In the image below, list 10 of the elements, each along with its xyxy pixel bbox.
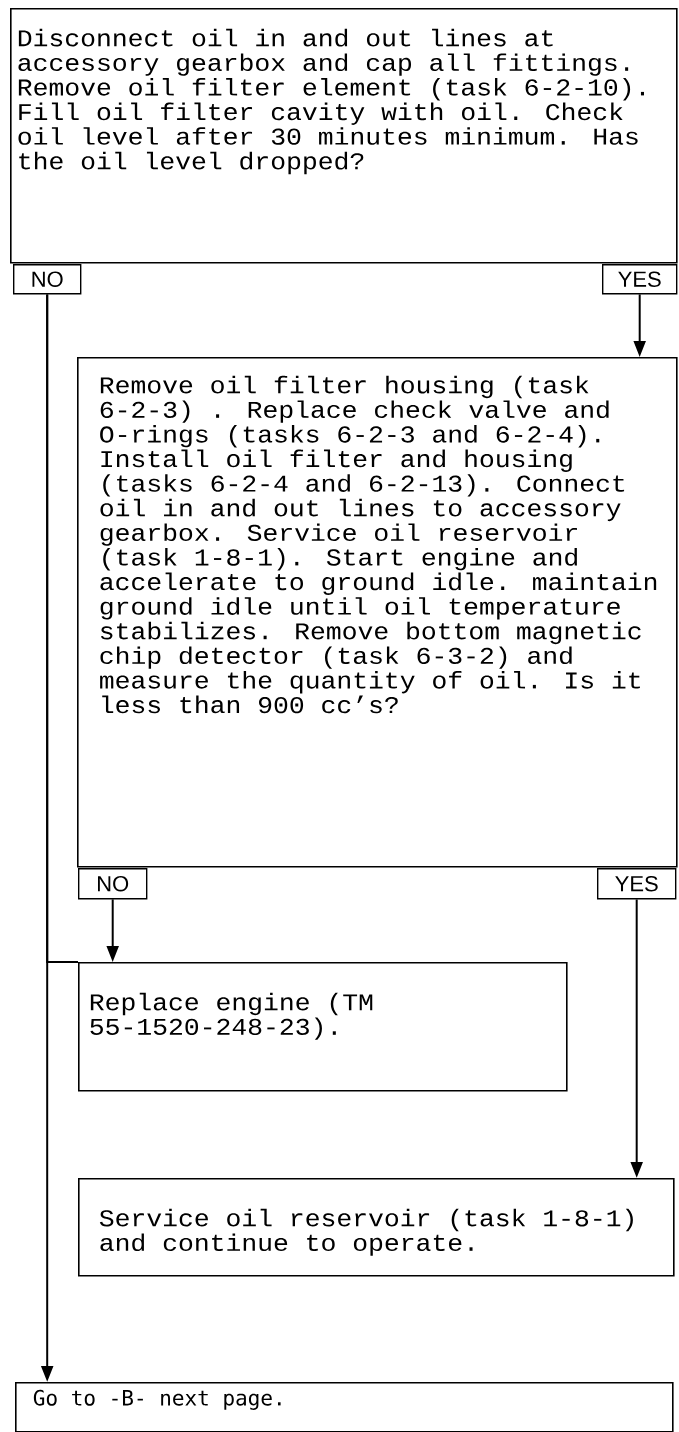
process-box: Replace engine (TM 55-1520-248-23). [78, 962, 568, 1092]
answer-tab: YES [597, 868, 677, 900]
answer-tab: NO [78, 868, 148, 900]
process-box: Service oil reservoir (task 1-8-1) and continue to operate. [78, 1178, 675, 1277]
process-box: Remove oil filter housing (task 6-2-3) . Replace check valve and O-rings (tasks 6-2-3 and 6-2-4). Install oil filter and housing (tasks 6-2-4 and 6-2-13). Connect oil in and out lines to accessory gearbox. Service oil reservoir (task 1-8-1). Start engine and accelerate to ground idle. maintain ground idle until oil temperature stabilizes. Remove bottom magnetic chip detector (task 6-3-2) and measure the quantity of oil. Is it less than 900 cc’s? [77, 357, 678, 868]
answer-tab: YES [602, 264, 678, 295]
process-box: Go to -B- next page. [15, 1382, 674, 1432]
answer-tab: NO [13, 264, 82, 295]
connector-line [46, 293, 79, 963]
process-box: Disconnect oil in and out lines at accessory gearbox and cap all fittings. Remove oil filter element (task 6-2-10). Fill oil filter cavity with oil. Check oil level after 30 minutes minimum. Has the oil level dropped? [10, 8, 678, 264]
